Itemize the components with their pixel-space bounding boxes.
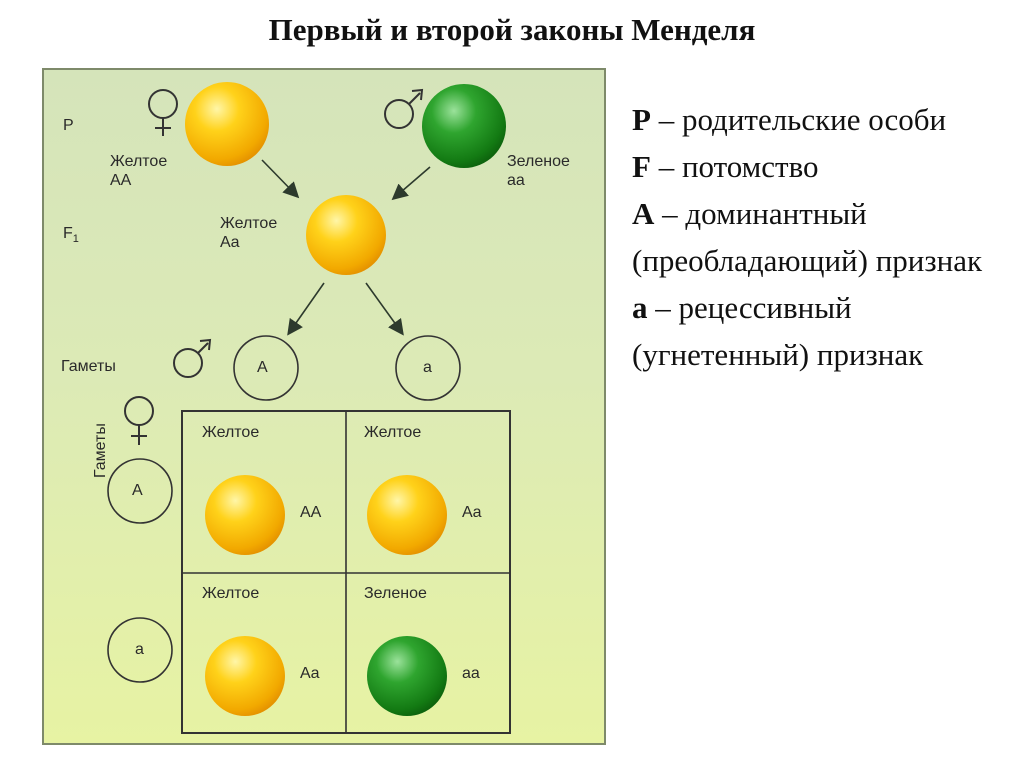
grid-cell-1-genotype: AA bbox=[300, 503, 321, 522]
female-gamete-A: A bbox=[132, 481, 143, 500]
gametes-label: Гаметы bbox=[61, 357, 116, 376]
grid-cell-2-phenotype: Желтое bbox=[364, 423, 421, 442]
legend-item-F: F – потомство bbox=[632, 143, 1012, 190]
arrow-female-to-f1 bbox=[262, 160, 297, 196]
f1-genotype: Aa bbox=[220, 233, 240, 252]
arrow-male-to-f1 bbox=[394, 167, 430, 198]
male-parent-pea bbox=[422, 84, 506, 168]
female-parent-genotype: AA bbox=[110, 171, 131, 190]
female-parent-phenotype: Желтое bbox=[110, 152, 167, 171]
arrow-f1-to-gamete-a bbox=[366, 283, 402, 333]
grid-cell-3-genotype: Aa bbox=[300, 664, 320, 683]
grid-cell-1-pea bbox=[205, 475, 285, 555]
grid-cell-4-genotype: aa bbox=[462, 664, 480, 683]
grid-cell-2-genotype: Aa bbox=[462, 503, 482, 522]
grid-cell-4-pea bbox=[367, 636, 447, 716]
f1-phenotype: Желтое bbox=[220, 214, 277, 233]
f1-pea bbox=[306, 195, 386, 275]
male-gametes-symbol-icon bbox=[174, 340, 210, 377]
male-gamete-A: A bbox=[257, 358, 268, 377]
female-gametes-symbol-icon bbox=[125, 397, 153, 445]
female-symbol-icon bbox=[149, 90, 177, 136]
male-parent-genotype: aa bbox=[507, 171, 525, 190]
grid-cell-3-phenotype: Желтое bbox=[202, 584, 259, 603]
arrow-f1-to-gamete-A bbox=[289, 283, 324, 333]
grid-cell-2-pea bbox=[367, 475, 447, 555]
label-F1: F1 bbox=[63, 224, 79, 249]
label-P: P bbox=[63, 116, 74, 135]
diagram-panel: P F1 Гаметы Гаметы Желтое AA Зеленое aa … bbox=[42, 68, 606, 745]
female-gamete-a: a bbox=[135, 640, 144, 659]
legend-item-P: P – родительские особи bbox=[632, 96, 1012, 143]
male-parent-phenotype: Зеленое bbox=[507, 152, 570, 171]
male-symbol-icon bbox=[385, 90, 422, 128]
legend-item-A: A – доминантный (преобладающий) признак bbox=[632, 190, 1012, 284]
female-parent-pea bbox=[185, 82, 269, 166]
male-gamete-a: a bbox=[423, 358, 432, 377]
grid-cell-4-phenotype: Зеленое bbox=[364, 584, 427, 603]
grid-cell-3-pea bbox=[205, 636, 285, 716]
slide-title: Первый и второй законы Менделя bbox=[0, 12, 1024, 48]
gametes-vertical-label: Гаметы bbox=[92, 398, 114, 478]
legend-item-a: a – рецессивный (угнетенный) признак bbox=[632, 284, 1012, 378]
grid-cell-1-phenotype: Желтое bbox=[202, 423, 259, 442]
legend: P – родительские особи F – потомство A –… bbox=[632, 96, 1012, 378]
